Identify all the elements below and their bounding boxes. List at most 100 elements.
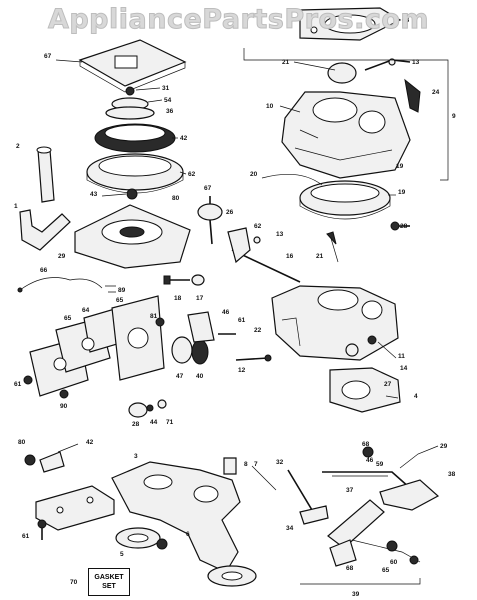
choke-shaft bbox=[227, 227, 301, 283]
air-filter-element bbox=[94, 123, 176, 153]
fuel-filter bbox=[197, 196, 223, 245]
air-cleaner-cover bbox=[78, 39, 187, 93]
spring-17 bbox=[191, 274, 205, 286]
part-number: 31 bbox=[162, 85, 170, 92]
part-number: 42 bbox=[86, 439, 94, 446]
part-number: 62 bbox=[188, 171, 196, 178]
screw-90 bbox=[59, 389, 69, 399]
part-number: 13 bbox=[412, 59, 420, 66]
nut-60 bbox=[386, 540, 398, 552]
governor-lever bbox=[322, 446, 411, 489]
throttle-plate-and-lever bbox=[327, 58, 421, 113]
part-number: 81 bbox=[150, 313, 158, 320]
part-number: 13 bbox=[276, 231, 284, 238]
plug-28 bbox=[128, 402, 148, 418]
part-number: 61 bbox=[22, 533, 30, 540]
part-number: 3 bbox=[134, 453, 138, 460]
part-number: 4 bbox=[414, 393, 418, 400]
elbow-hose bbox=[19, 209, 71, 251]
part-number: 32 bbox=[276, 459, 284, 466]
part-number: 39 bbox=[352, 591, 360, 598]
diaphragm-47 bbox=[171, 336, 193, 364]
part-number: 44 bbox=[150, 419, 158, 426]
group-bracket-39 bbox=[300, 578, 421, 585]
part-number: 65 bbox=[64, 315, 72, 322]
clip-42 bbox=[39, 451, 65, 473]
stud bbox=[126, 188, 138, 200]
part-number: 9 bbox=[452, 113, 456, 120]
wing-nut bbox=[125, 86, 135, 96]
bracket-30 bbox=[35, 485, 115, 531]
precleaner bbox=[86, 153, 184, 194]
stud-7 bbox=[223, 457, 237, 475]
carburetor-main-body bbox=[271, 285, 399, 361]
part-number: 12 bbox=[238, 367, 246, 374]
wire-link bbox=[19, 277, 103, 291]
part-number-labels: 63 13 21 24 9 10 19 19 20 67 31 54 36 42… bbox=[14, 17, 456, 598]
part-number: 67 bbox=[204, 185, 212, 192]
part-number: 20 bbox=[250, 171, 258, 178]
part-number: 6 bbox=[186, 531, 190, 538]
part-number: 90 bbox=[60, 403, 68, 410]
part-number: 71 bbox=[166, 419, 174, 426]
part-number: 29 bbox=[58, 253, 66, 260]
part-number: 65 bbox=[116, 297, 124, 304]
intake-manifold bbox=[111, 461, 241, 573]
part-number: 22 bbox=[254, 327, 262, 334]
part-number: 80 bbox=[18, 439, 26, 446]
part-number: 43 bbox=[90, 191, 98, 198]
part-number: 59 bbox=[376, 461, 384, 468]
part-number: 8 bbox=[244, 461, 248, 468]
part-number: 42 bbox=[180, 135, 188, 142]
part-number: 65 bbox=[382, 567, 390, 574]
part-number: 34 bbox=[286, 525, 294, 532]
part-number: 16 bbox=[286, 253, 294, 260]
gasket-plates-stack bbox=[29, 295, 165, 397]
part-number: 2 bbox=[16, 143, 20, 150]
nut-6 bbox=[156, 538, 168, 550]
shaft-12 bbox=[235, 357, 269, 361]
part-number: 61 bbox=[238, 317, 246, 324]
screw-61-left bbox=[23, 375, 33, 385]
bolt-80 bbox=[24, 454, 36, 466]
part-number: 70 bbox=[70, 579, 78, 586]
part-number: 21 bbox=[316, 253, 324, 260]
screw-71 bbox=[157, 399, 167, 409]
seal-ring bbox=[105, 106, 155, 120]
part-number: 21 bbox=[282, 59, 290, 66]
part-number: 46 bbox=[366, 457, 374, 464]
washer-44 bbox=[146, 404, 154, 412]
part-number: 19 bbox=[398, 189, 406, 196]
part-number: 63 bbox=[402, 17, 410, 24]
part-number: 38 bbox=[448, 471, 456, 478]
part-number: 29 bbox=[440, 443, 448, 450]
part-number: 28 bbox=[132, 421, 140, 428]
part-number: 1 bbox=[14, 203, 18, 210]
part-number: 14 bbox=[400, 365, 408, 372]
part-number: 46 bbox=[222, 309, 230, 316]
part-number: 5 bbox=[120, 551, 124, 558]
part-number: 80 bbox=[172, 195, 180, 202]
part-number: 62 bbox=[254, 223, 262, 230]
part-number: 36 bbox=[166, 108, 174, 115]
air-cleaner-base bbox=[74, 204, 191, 269]
ring-68 bbox=[329, 539, 357, 567]
part-number: 67 bbox=[44, 53, 52, 60]
part-number: 7 bbox=[254, 461, 258, 468]
filter-ring bbox=[299, 180, 391, 220]
part-number: 17 bbox=[196, 295, 204, 302]
leader-lines bbox=[55, 59, 439, 491]
breather-tube bbox=[36, 146, 55, 203]
part-number: 89 bbox=[118, 287, 126, 294]
part-number: 64 bbox=[82, 307, 90, 314]
part-number: 11 bbox=[398, 353, 405, 360]
leader-20 bbox=[261, 173, 323, 186]
part-number: 47 bbox=[176, 373, 184, 380]
nut-61-right bbox=[409, 555, 419, 565]
part-number: 60 bbox=[390, 559, 398, 566]
carburetor-upper-body bbox=[281, 91, 411, 179]
part-number: 37 bbox=[346, 487, 354, 494]
part-number: 61 bbox=[14, 381, 22, 388]
cover-plate bbox=[187, 311, 215, 343]
